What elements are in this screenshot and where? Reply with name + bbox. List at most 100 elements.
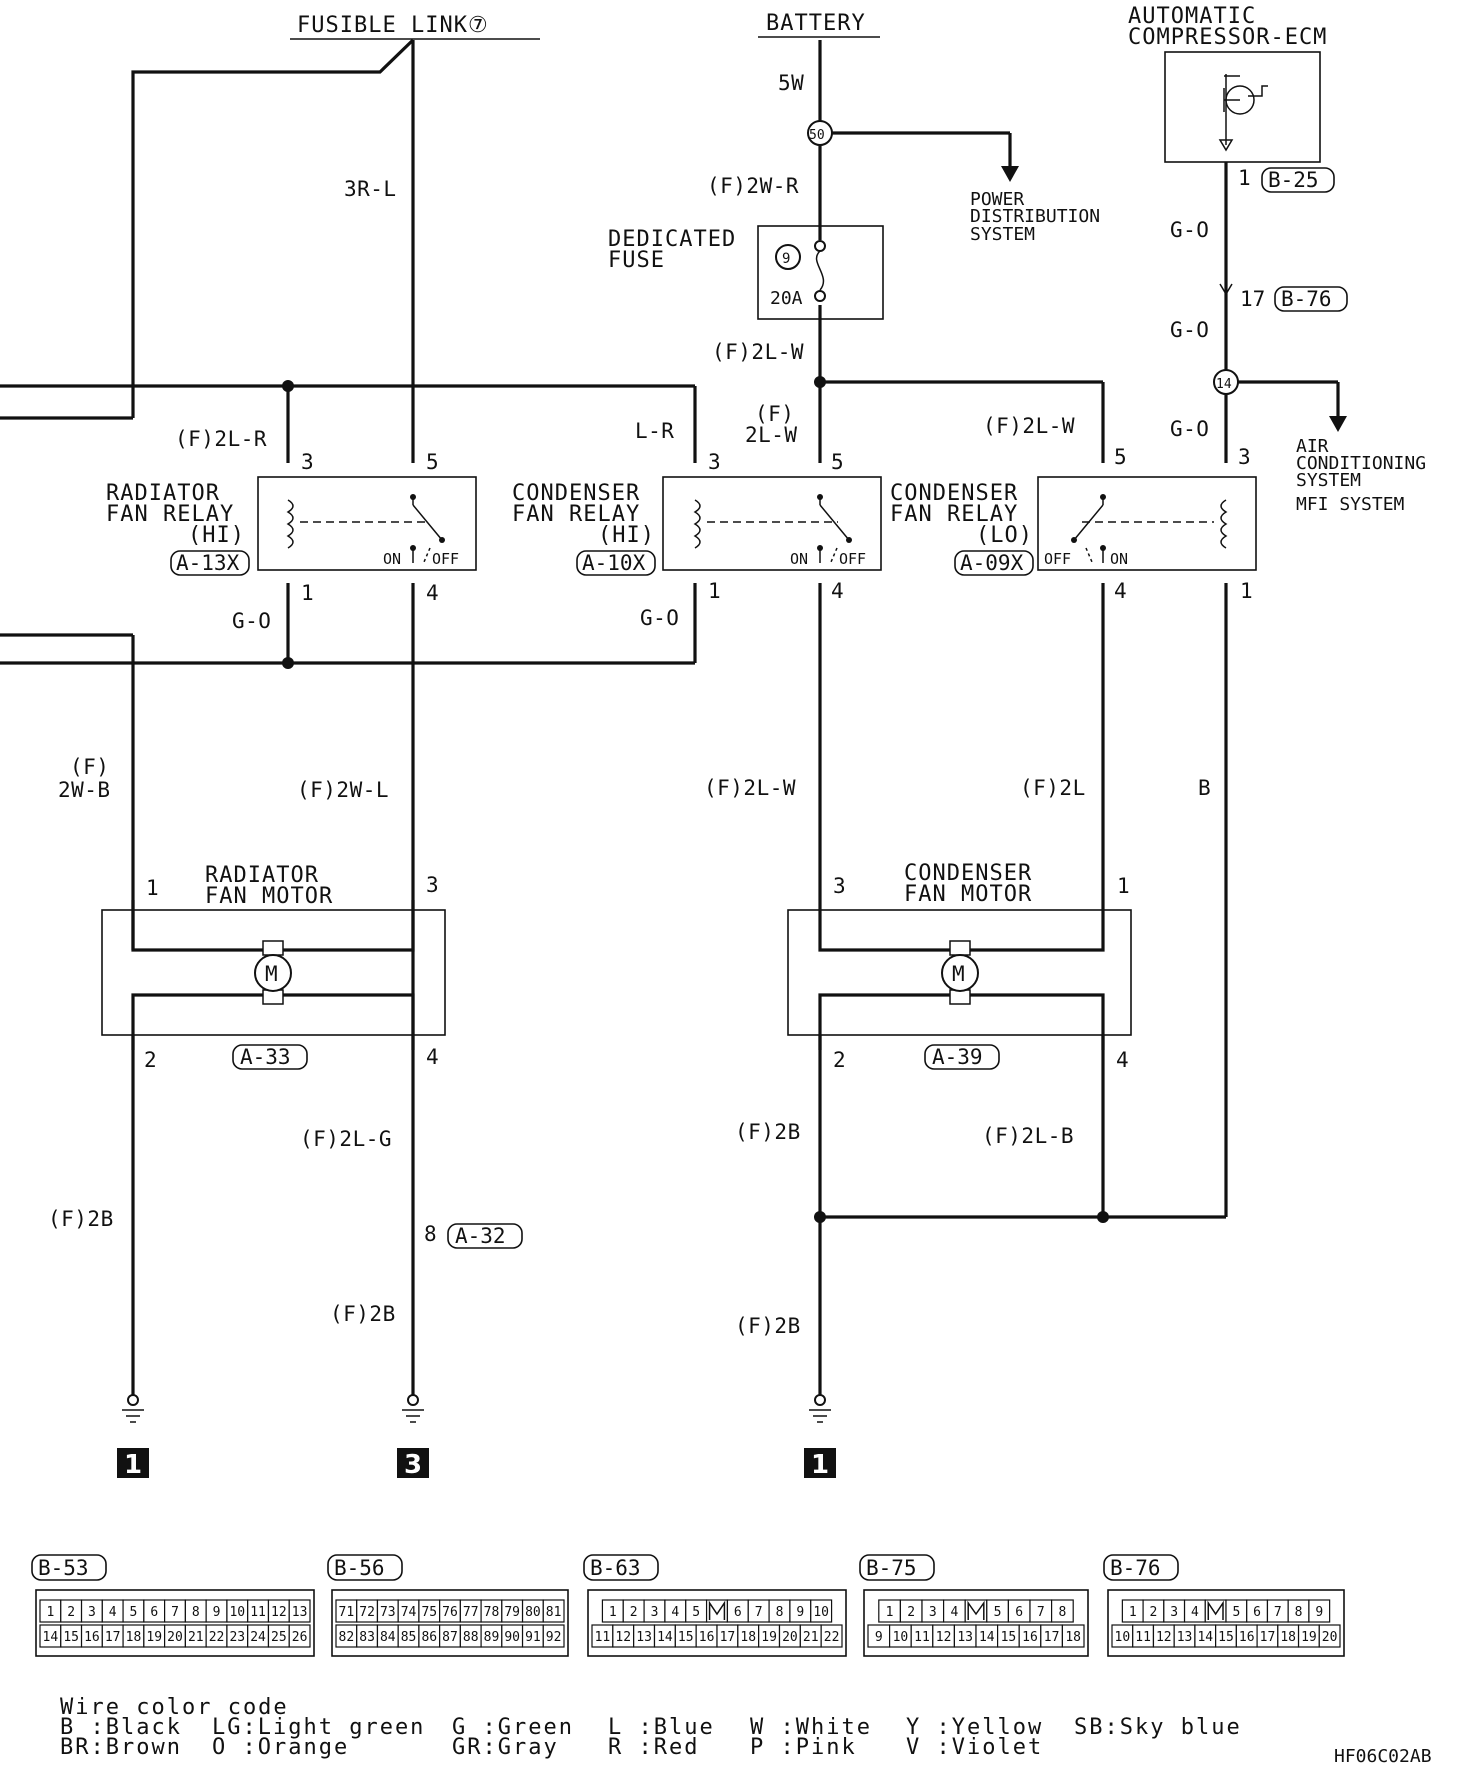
cond-hi-label-2: FAN RELAY [512, 502, 640, 527]
legend-lg: LG:Light green [212, 1715, 425, 1740]
cond-motor-label-2: FAN MOTOR [904, 882, 1032, 907]
connector-pin: 10 [893, 1630, 909, 1645]
connector-pin: 74 [401, 1605, 417, 1620]
legend-y: Y :Yellow [906, 1715, 1043, 1740]
cond-lo-pin1: 1 [1240, 579, 1253, 603]
wire-f-2w-r: (F)2W-R [707, 174, 799, 198]
ac-label-2: CONDITIONING [1296, 453, 1426, 474]
ecm-connector2: B-76 [1281, 287, 1332, 311]
wire-g-o-3: G-O [1170, 417, 1209, 441]
connector-pin: 8 [1295, 1605, 1303, 1620]
connector-pin: 14 [979, 1630, 995, 1645]
rad-relay-off: OFF [432, 550, 459, 568]
connector-pin: 2 [67, 1605, 75, 1620]
connector-name: B-75 [866, 1556, 917, 1580]
cond-hi-wire-5b: 2L-W [745, 423, 798, 447]
connector-pin: 6 [1015, 1605, 1023, 1620]
connector-pin: 83 [359, 1630, 375, 1645]
connector-pin: 73 [380, 1605, 396, 1620]
connector-pin: 1 [609, 1605, 617, 1620]
cond-lo-label-3: (LO) [976, 523, 1033, 548]
connector-pin: 15 [1001, 1630, 1017, 1645]
cond-hi-wire-5a: (F) [755, 402, 794, 426]
connector-pin: 81 [546, 1605, 562, 1620]
connector-pin: 16 [699, 1630, 715, 1645]
connector-pin: 22 [824, 1630, 840, 1645]
rad-relay-connector: A-13X [176, 551, 240, 575]
ground-symbol-3 [397, 1394, 429, 1478]
connector-pin: 13 [636, 1630, 652, 1645]
connector-pin: 7 [171, 1605, 179, 1620]
connector-pin: 6 [150, 1605, 158, 1620]
cond-hi-on: ON [790, 550, 808, 568]
connector-pin: 16 [84, 1630, 100, 1645]
fuse-rating: 20A [770, 288, 803, 309]
legend-o: O :Orange [212, 1735, 349, 1760]
cond-motor-label-1: CONDENSER [904, 861, 1032, 886]
rad-motor-pin1: 1 [146, 876, 159, 900]
connector-pin: 17 [1044, 1630, 1060, 1645]
rad-motor-pin2: 2 [144, 1048, 157, 1072]
connector-pin: 10 [229, 1605, 245, 1620]
cond-motor-wire-b: B [1198, 776, 1211, 800]
connector-pin: 92 [546, 1630, 562, 1645]
connector-pin: 20 [1322, 1630, 1338, 1645]
ground-label-3: 3 [404, 1450, 422, 1480]
rad-motor-pin3: 3 [426, 873, 439, 897]
connector-pin: 12 [1156, 1630, 1172, 1645]
rad-relay-label-1: RADIATOR [106, 481, 220, 506]
rad-motor-connector: A-33 [240, 1045, 291, 1069]
connector-pin: 72 [359, 1605, 375, 1620]
cond-lo-wire-in: (F)2L-W [983, 414, 1075, 438]
connector-pin: 86 [421, 1630, 437, 1645]
legend-p: P :Pink [750, 1735, 857, 1760]
wire-cond-gnd: (F)2B [735, 1314, 801, 1338]
cond-hi-label-3: (HI) [598, 523, 655, 548]
connector-pin: 1 [46, 1605, 54, 1620]
transistor-symbol [1218, 74, 1268, 152]
fuse-number-circle [775, 244, 801, 270]
connector-pin: 17 [720, 1630, 736, 1645]
ecm-pin17: 17 [1240, 287, 1265, 311]
connector-pin: 6 [734, 1605, 742, 1620]
connector-pin: 9 [875, 1630, 883, 1645]
connector-pin: 3 [1170, 1605, 1178, 1620]
radiator-fan-motor [101, 900, 446, 1395]
wire-g-o-1: G-O [1170, 218, 1209, 242]
pds-label-2: DISTRIBUTION [970, 206, 1100, 227]
connector-pin: 1 [1129, 1605, 1137, 1620]
connector-pin: 25 [271, 1630, 287, 1645]
cond-lo-pin4: 4 [1114, 579, 1127, 603]
rad-motor-label-2: FAN MOTOR [205, 884, 333, 909]
connector-pin: 19 [146, 1630, 162, 1645]
cond-hi-pin3: 3 [708, 450, 721, 474]
connector-pin: 15 [63, 1630, 79, 1645]
connector-pin: 87 [442, 1630, 458, 1645]
legend-gr: GR:Gray [452, 1735, 559, 1760]
fuse-number: 9 [782, 251, 790, 267]
connector-pin: 13 [957, 1630, 973, 1645]
connector-pin: 23 [229, 1630, 245, 1645]
condenser-fan-relay-lo [1037, 476, 1257, 1217]
wire-5w: 5W [778, 71, 804, 95]
connector-pin: 5 [692, 1605, 700, 1620]
connector-pin: 11 [250, 1605, 266, 1620]
fuse-symbol [814, 240, 826, 302]
fusible-link-wiring [0, 38, 695, 463]
wire-3r-l: 3R-L [344, 177, 397, 201]
wire-g-o-2: G-O [1170, 318, 1209, 342]
connector-pin: 3 [651, 1605, 659, 1620]
connector-pin: 75 [421, 1605, 437, 1620]
wire-cond-pin2: (F)2B [735, 1120, 801, 1144]
legend-b: B :Black [60, 1715, 182, 1740]
fusible-link-label: FUSIBLE LINK⑦ [297, 13, 489, 38]
rad-relay-label-3: (HI) [188, 523, 245, 548]
connector-pin: 11 [595, 1630, 611, 1645]
legend-sb: SB:Sky blue [1074, 1715, 1242, 1740]
connector-pin: 88 [463, 1630, 479, 1645]
connector-name: B-63 [590, 1556, 641, 1580]
connector-pin: 19 [761, 1630, 777, 1645]
rad-motor-wire1a: (F) [70, 755, 109, 779]
legend-br: BR:Brown [60, 1735, 182, 1760]
